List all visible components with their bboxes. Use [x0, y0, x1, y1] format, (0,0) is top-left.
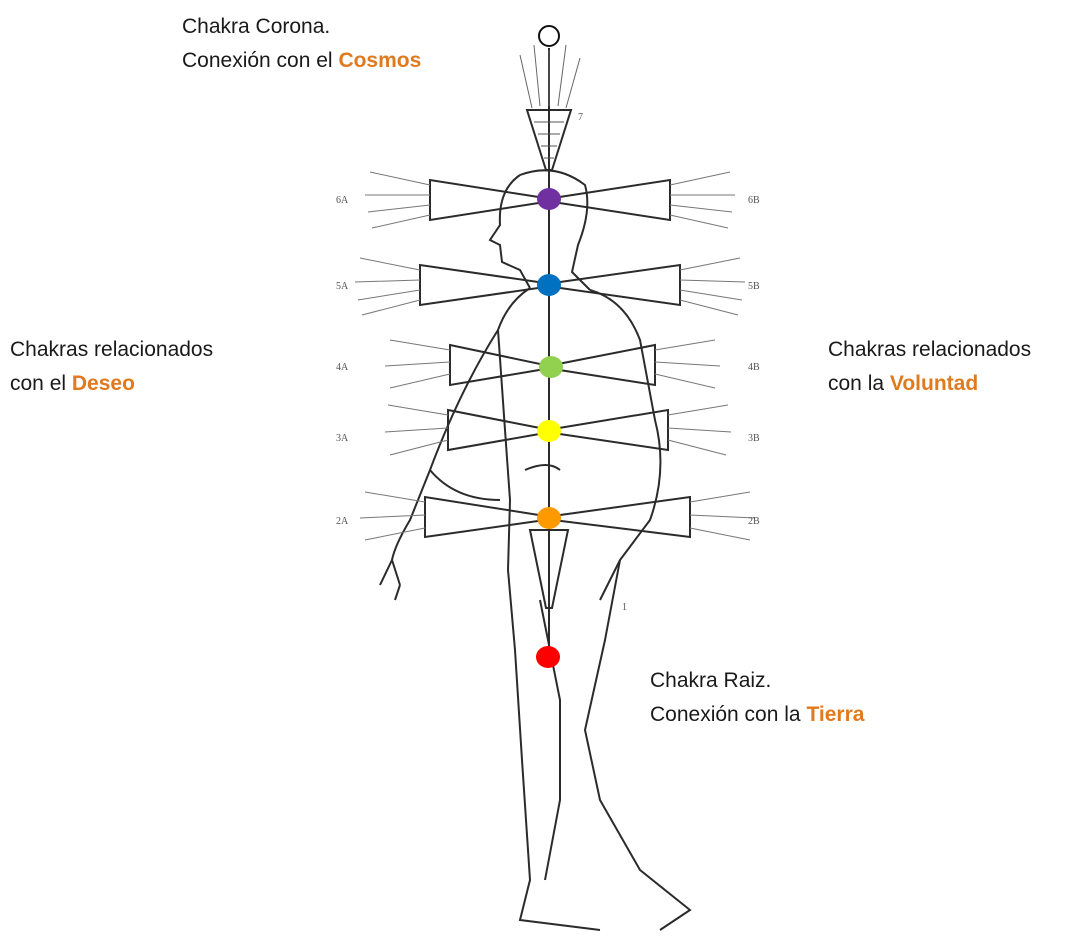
root-annotation: Chakra Raiz. Conexión con la Tierra [650, 664, 864, 732]
root-chakra-dot [536, 646, 560, 668]
crown-annotation-prefix: Conexión con el [182, 49, 338, 72]
tag-5a: 5A [336, 281, 349, 292]
root-number-tag: 1 [622, 602, 627, 613]
desire-annotation-line1: Chakras relacionados [10, 333, 213, 367]
tag-4a: 4A [336, 362, 349, 373]
desire-annotation-line2: con el Deseo [10, 367, 213, 401]
tag-6a: 6A [336, 195, 349, 206]
tag-2b: 2B [748, 516, 760, 527]
will-annotation-line1: Chakras relacionados [828, 333, 1031, 367]
tag-5b: 5B [748, 281, 760, 292]
will-annotation: Chakras relacionados con la Voluntad [828, 333, 1031, 401]
tag-3a: 3A [336, 433, 349, 444]
crown-annotation: Chakra Corona. Conexión con el Cosmos [182, 10, 421, 78]
tag-6b: 6B [748, 195, 760, 206]
root-annotation-highlight: Tierra [806, 703, 864, 726]
crown-annotation-line1: Chakra Corona. [182, 10, 421, 44]
throat-chakra-dot [537, 274, 561, 296]
tag-4b: 4B [748, 362, 760, 373]
desire-annotation-prefix: con el [10, 372, 72, 395]
solar-plexus-chakra-dot [537, 420, 561, 442]
sacral-chakra-dot [537, 507, 561, 529]
energy-rays [355, 172, 755, 540]
tag-3b: 3B [748, 433, 760, 444]
crown-annotation-line2: Conexión con el Cosmos [182, 44, 421, 78]
will-annotation-prefix: con la [828, 372, 890, 395]
root-annotation-line1: Chakra Raiz. [650, 664, 864, 698]
root-annotation-prefix: Conexión con la [650, 703, 806, 726]
third-eye-chakra-dot [537, 188, 561, 210]
crown-annotation-highlight: Cosmos [338, 49, 421, 72]
will-annotation-highlight: Voluntad [890, 372, 978, 395]
desire-annotation: Chakras relacionados con el Deseo [10, 333, 213, 401]
crown-number-tag: 7 [578, 112, 583, 123]
tag-2a: 2A [336, 516, 349, 527]
will-annotation-line2: con la Voluntad [828, 367, 1031, 401]
crown-chakra-dot [539, 26, 559, 46]
root-annotation-line2: Conexión con la Tierra [650, 698, 864, 732]
heart-chakra-dot [539, 356, 563, 378]
desire-annotation-highlight: Deseo [72, 372, 135, 395]
